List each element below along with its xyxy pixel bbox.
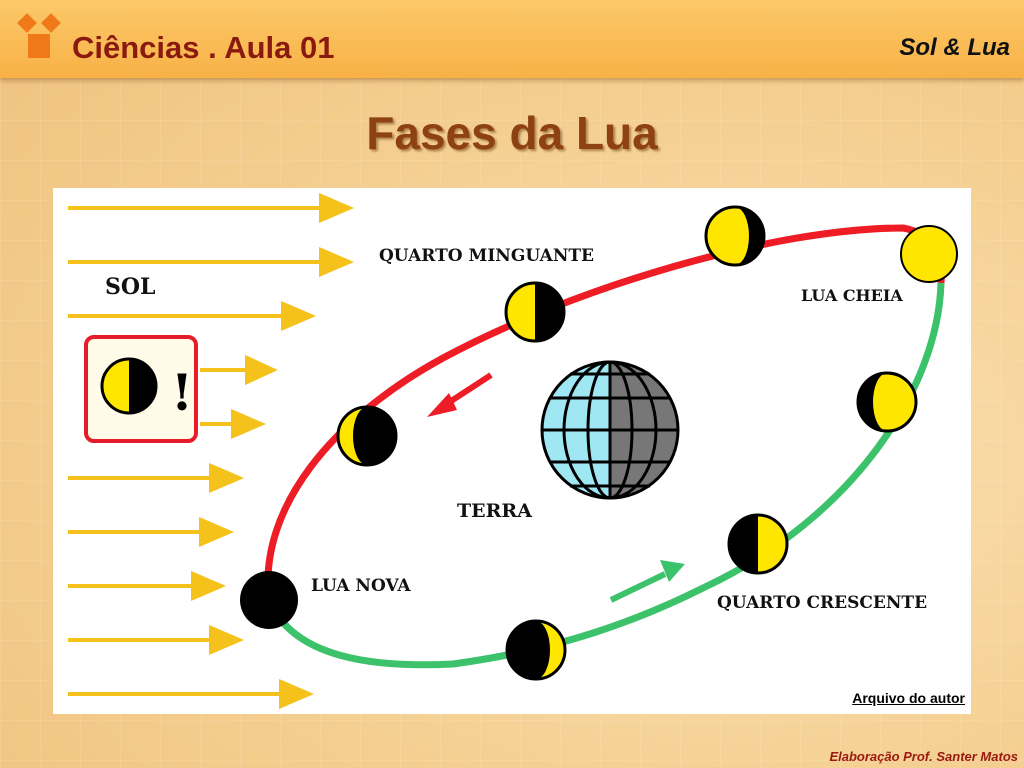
header-bar: Ciências . Aula 01 Sol & Lua [0,0,1024,78]
moon-full [900,225,958,283]
image-credit: Arquivo do autor [852,690,965,706]
direction-arrow-waning [427,372,493,417]
direction-arrow-waxing [609,560,685,603]
sunray-arrow [68,570,227,602]
sunray-arrow [68,246,355,278]
slide-title: Fases da Lua [366,107,658,159]
sunray-arrow [200,408,267,440]
moon-last-quarter [504,281,566,343]
sunray-arrow [200,354,278,386]
first-quarter-label: QUARTO CRESCENTE [717,593,928,613]
course-title: Ciências . Aula 01 [72,30,335,65]
moon-waning-crescent [336,405,398,467]
sunray-arrow [68,300,317,332]
moon-waxing-gibbous [856,371,918,433]
footer-author: Elaboração Prof. Santer Matos [829,749,1018,764]
sunray-arrow [68,192,355,224]
new-moon-label: LUA NOVA [311,576,411,596]
moon-new [240,571,298,629]
full-moon-label: LUA CHEIA [801,286,903,305]
earth-globe [540,360,680,500]
topic-label: Sol & Lua [899,34,1010,61]
sunray-arrow [68,462,245,494]
sunray-arrow [68,624,245,656]
diagram-canvas: ! [68,192,958,710]
logo-icon [17,13,61,58]
moon-first-quarter [727,513,789,575]
warning-mark: ! [171,363,193,422]
moon-waxing-crescent [505,619,567,681]
last-quarter-label: QUARTO MINGUANTE [379,246,594,266]
sunray-arrow [68,678,315,710]
warning-box: ! [84,335,198,443]
sun-rays [68,192,355,710]
moon-phases-diagram: ! [53,188,971,714]
moon-waning-gibbous [704,205,766,267]
sun-label: SOL [105,274,156,300]
sunray-arrow [68,516,235,548]
earth-label: TERRA [457,500,532,522]
